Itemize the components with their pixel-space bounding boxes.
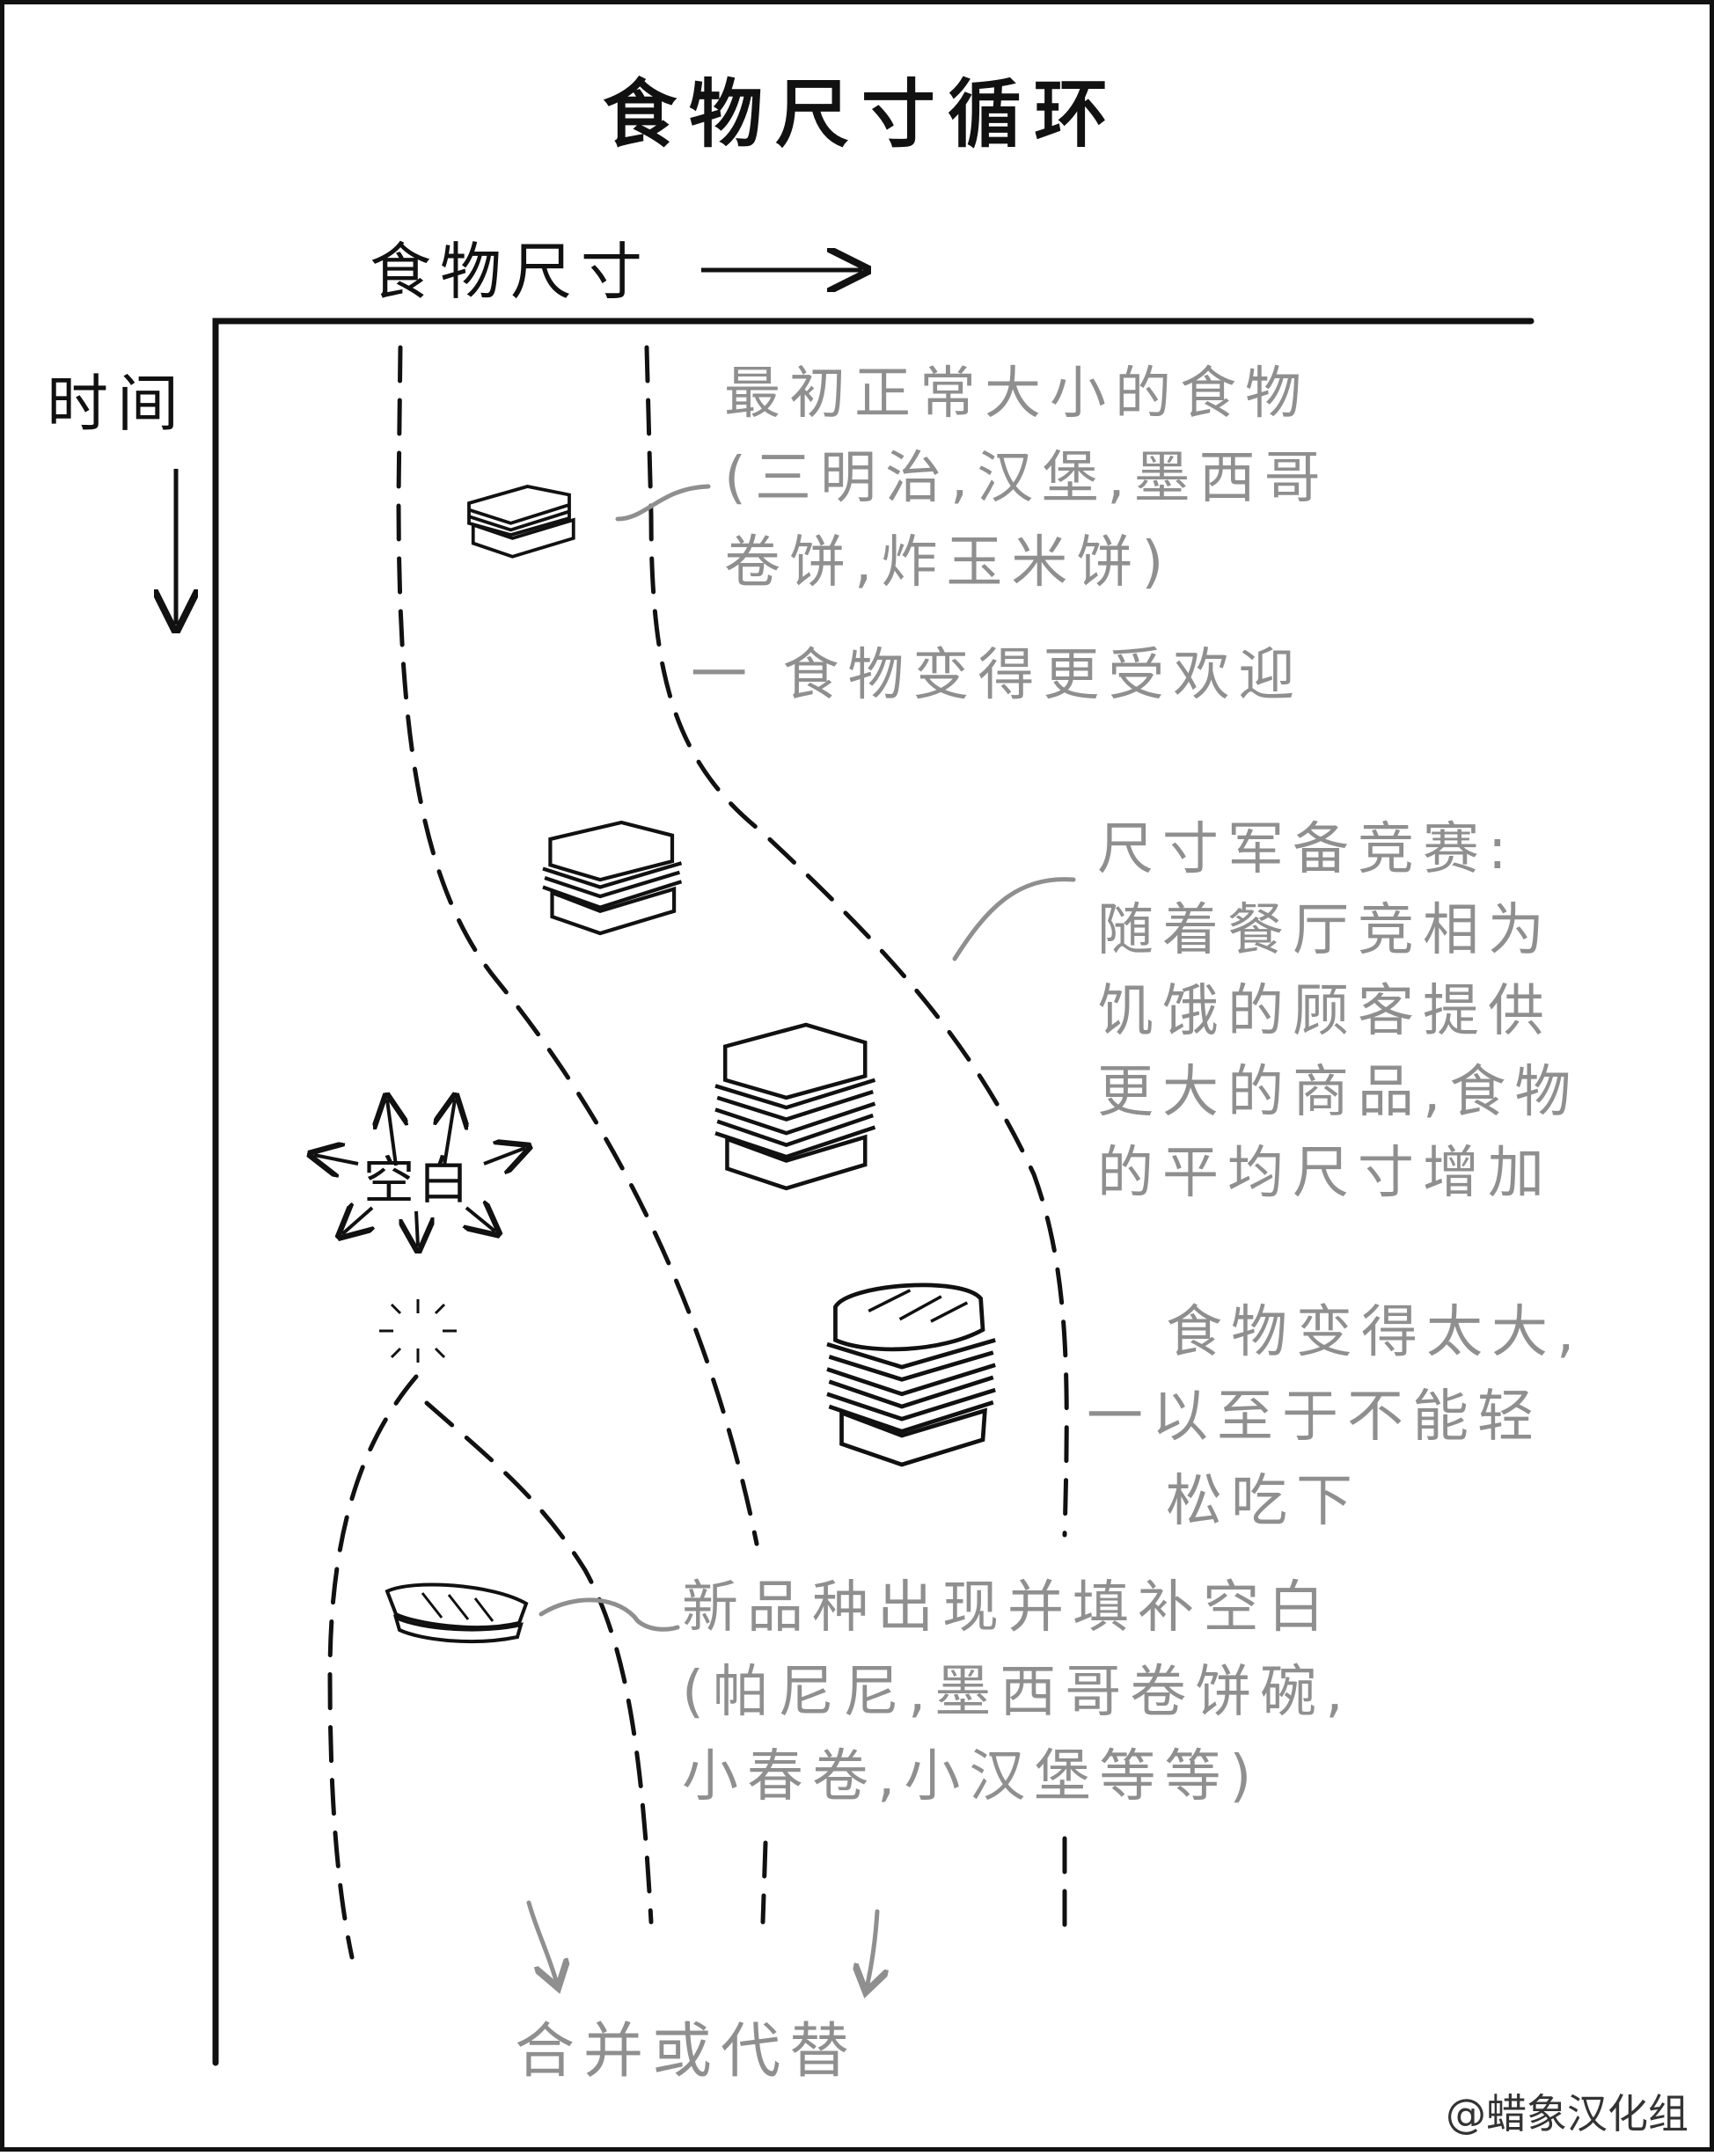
annotation-line: 饥饿的顾客提供 [1097, 979, 1553, 1044]
sandwich-icon [385, 1582, 529, 1644]
leader-initial [615, 484, 711, 522]
y-axis-label: 时间 [47, 368, 187, 440]
gap-arrows [314, 1100, 525, 1246]
annotation-line: 一以至于不能轻 [1087, 1385, 1542, 1450]
axes [176, 270, 1535, 2066]
merge-arrow-right-icon [867, 1909, 877, 1988]
arrow-icon [444, 1100, 455, 1166]
annotation-line: 新品种出现并填补空白 [682, 1575, 1333, 1641]
credit-watermark: @蜡象汉化组 [1446, 2090, 1688, 2138]
page-title: 食物尺寸循环 [602, 71, 1120, 157]
gap-label: 空白 [363, 1151, 473, 1210]
sandwich-icon [826, 1283, 996, 1467]
annotation-popular: 一 食物变得更受欢迎 [691, 643, 1304, 708]
size-boundaries [327, 345, 1069, 1960]
lower-bound-tail [760, 1840, 768, 1925]
merge-label: 合并或代替 [515, 2017, 859, 2087]
annotation-line: 卷饼,炸玉米饼) [724, 530, 1173, 596]
arrow-icon [483, 1148, 525, 1164]
arrow-icon [416, 1210, 418, 1246]
upper-bound-line [644, 345, 1069, 1538]
annotation-line: (三明治,汉堡,墨西哥 [724, 446, 1329, 511]
sandwich-icon [542, 820, 683, 936]
merge-arrow-left-icon [526, 1900, 557, 1984]
leader-arms-race [952, 877, 1076, 961]
annotation-line: (帕尼尼,墨西哥卷饼碗, [682, 1660, 1352, 1725]
annotation-line: 尺寸军备竞赛: [1097, 817, 1516, 882]
annotation-line: 松吃下 [1166, 1469, 1361, 1534]
annotation-too-big: 食物变得太大, 一以至于不能轻 松吃下 [1087, 1290, 1583, 1544]
new-variety-left-line [327, 1374, 419, 1960]
annotation-new-varieties: 新品种出现并填补空白 (帕尼尼,墨西哥卷饼碗, 小春卷,小汉堡等等) [682, 1566, 1352, 1819]
annotation-arms-race: 尺寸军备竞赛: 随着餐厅竞相为 饥饿的顾客提供 更大的商品,食物 的平均尺寸增加 [1097, 809, 1579, 1214]
annotation-line: 小春卷,小汉堡等等) [682, 1744, 1261, 1809]
diagram-drawing [4, 4, 1535, 2066]
spark-icon [379, 1299, 457, 1363]
arrow-icon [314, 1155, 359, 1164]
lower-bound-line [396, 345, 759, 1546]
annotation-line: 更大的商品,食物 [1097, 1060, 1580, 1125]
x-axis-label: 食物尺寸 [370, 236, 651, 308]
arrow-icon [387, 1100, 396, 1166]
new-variety-right-line [424, 1400, 654, 1925]
annotation-line: 的平均尺寸增加 [1097, 1141, 1553, 1206]
arrow-icon [466, 1208, 495, 1231]
sandwich-icon [467, 485, 575, 559]
annotation-line: 随着餐厅竞相为 [1097, 898, 1553, 963]
sandwich-icon [714, 1022, 876, 1191]
annotation-line: 最初正常大小的食物 [724, 362, 1310, 427]
annotation-line: 食物变得太大, [1166, 1300, 1584, 1365]
leader-new-varieties [538, 1597, 680, 1632]
annotation-initial-food: 最初正常大小的食物 (三明治,汉堡,墨西哥 卷饼,炸玉米饼) [724, 352, 1329, 605]
arrow-icon [342, 1208, 372, 1234]
